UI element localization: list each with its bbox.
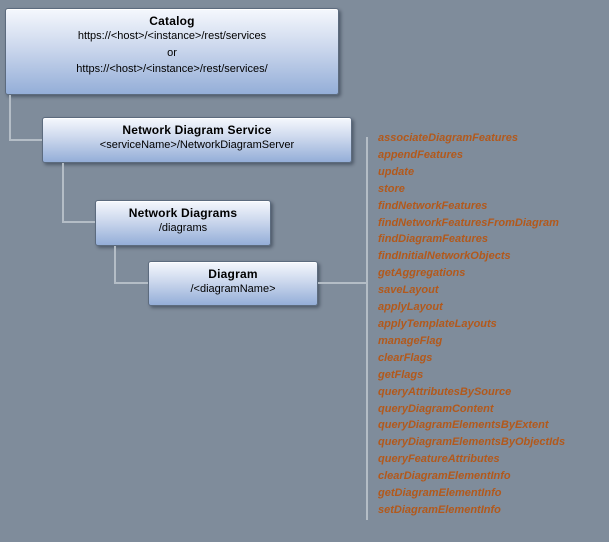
operation-label: queryDiagramElementsByExtent [378, 419, 549, 432]
diagram-title: Diagram [208, 267, 258, 281]
catalog-title: Catalog [149, 14, 195, 28]
operation-label: queryFeatureAttributes [378, 453, 500, 466]
operation-label: associateDiagramFeatures [378, 132, 519, 144]
operation-label: clearDiagramElementInfo [378, 470, 511, 483]
connector-catalog-to-service-vertical [9, 95, 11, 141]
connector-diagram-to-operations [318, 282, 367, 284]
catalog-or-label: or [167, 46, 177, 59]
node-network-diagram-service: Network Diagram Service <serviceName>/Ne… [42, 117, 352, 163]
operation-label: queryDiagramContent [378, 402, 494, 415]
connector-diagrams-to-diagram-vertical [114, 246, 116, 284]
operation-label: applyLayout [378, 301, 443, 314]
connector-service-to-diagrams-vertical [62, 163, 64, 223]
node-diagram: Diagram /<diagramName> [148, 261, 318, 306]
operation-label: setDiagramElementInfo [378, 503, 501, 516]
operation-label: findDiagramFeatures [378, 233, 489, 246]
node-catalog: Catalog https://<host>/<instance>/rest/s… [5, 8, 339, 95]
connector-diagrams-to-diagram-horizontal [114, 282, 148, 284]
operation-label: findNetworkFeatures [378, 199, 488, 212]
diagrams-title: Network Diagrams [128, 206, 238, 220]
connector-catalog-to-service-horizontal [9, 139, 42, 141]
operation-label: clearFlags [378, 351, 433, 364]
operation-label: queryDiagramElementsByObjectIds [378, 436, 566, 449]
service-path: <serviceName>/NetworkDiagramServer [99, 139, 295, 151]
catalog-url-alternate: https://<host>/<instance>/rest/services/ [76, 63, 268, 75]
operations-bracket-line [366, 137, 368, 520]
catalog-url-primary: https://<host>/<instance>/rest/services [77, 30, 267, 42]
operation-label: applyTemplateLayouts [378, 317, 497, 330]
operation-label: getFlags [378, 368, 424, 381]
operation-label: appendFeatures [378, 148, 463, 161]
operations-list: associateDiagramFeatures appendFeatures up… [378, 130, 565, 519]
node-network-diagrams: Network Diagrams /diagrams [95, 200, 271, 246]
operation-label: findNetworkFeaturesFromDiagram [378, 216, 559, 229]
operation-label: findInitialNetworkObjects [378, 250, 511, 263]
service-title: Network Diagram Service [122, 123, 272, 137]
connector-service-to-diagrams-horizontal [62, 221, 95, 223]
operation-label: getDiagramElementInfo [378, 487, 502, 500]
operation-label: update [378, 165, 415, 178]
diagrams-path: /diagrams [158, 222, 208, 234]
operation-label: getAggregations [378, 267, 466, 280]
operation-label: manageFlag [378, 334, 443, 347]
operation-label: saveLayout [378, 284, 439, 297]
operation-label: store [378, 182, 405, 195]
diagram-path: /<diagramName> [190, 283, 276, 295]
operation-label: queryAttributesBySource [378, 385, 512, 398]
